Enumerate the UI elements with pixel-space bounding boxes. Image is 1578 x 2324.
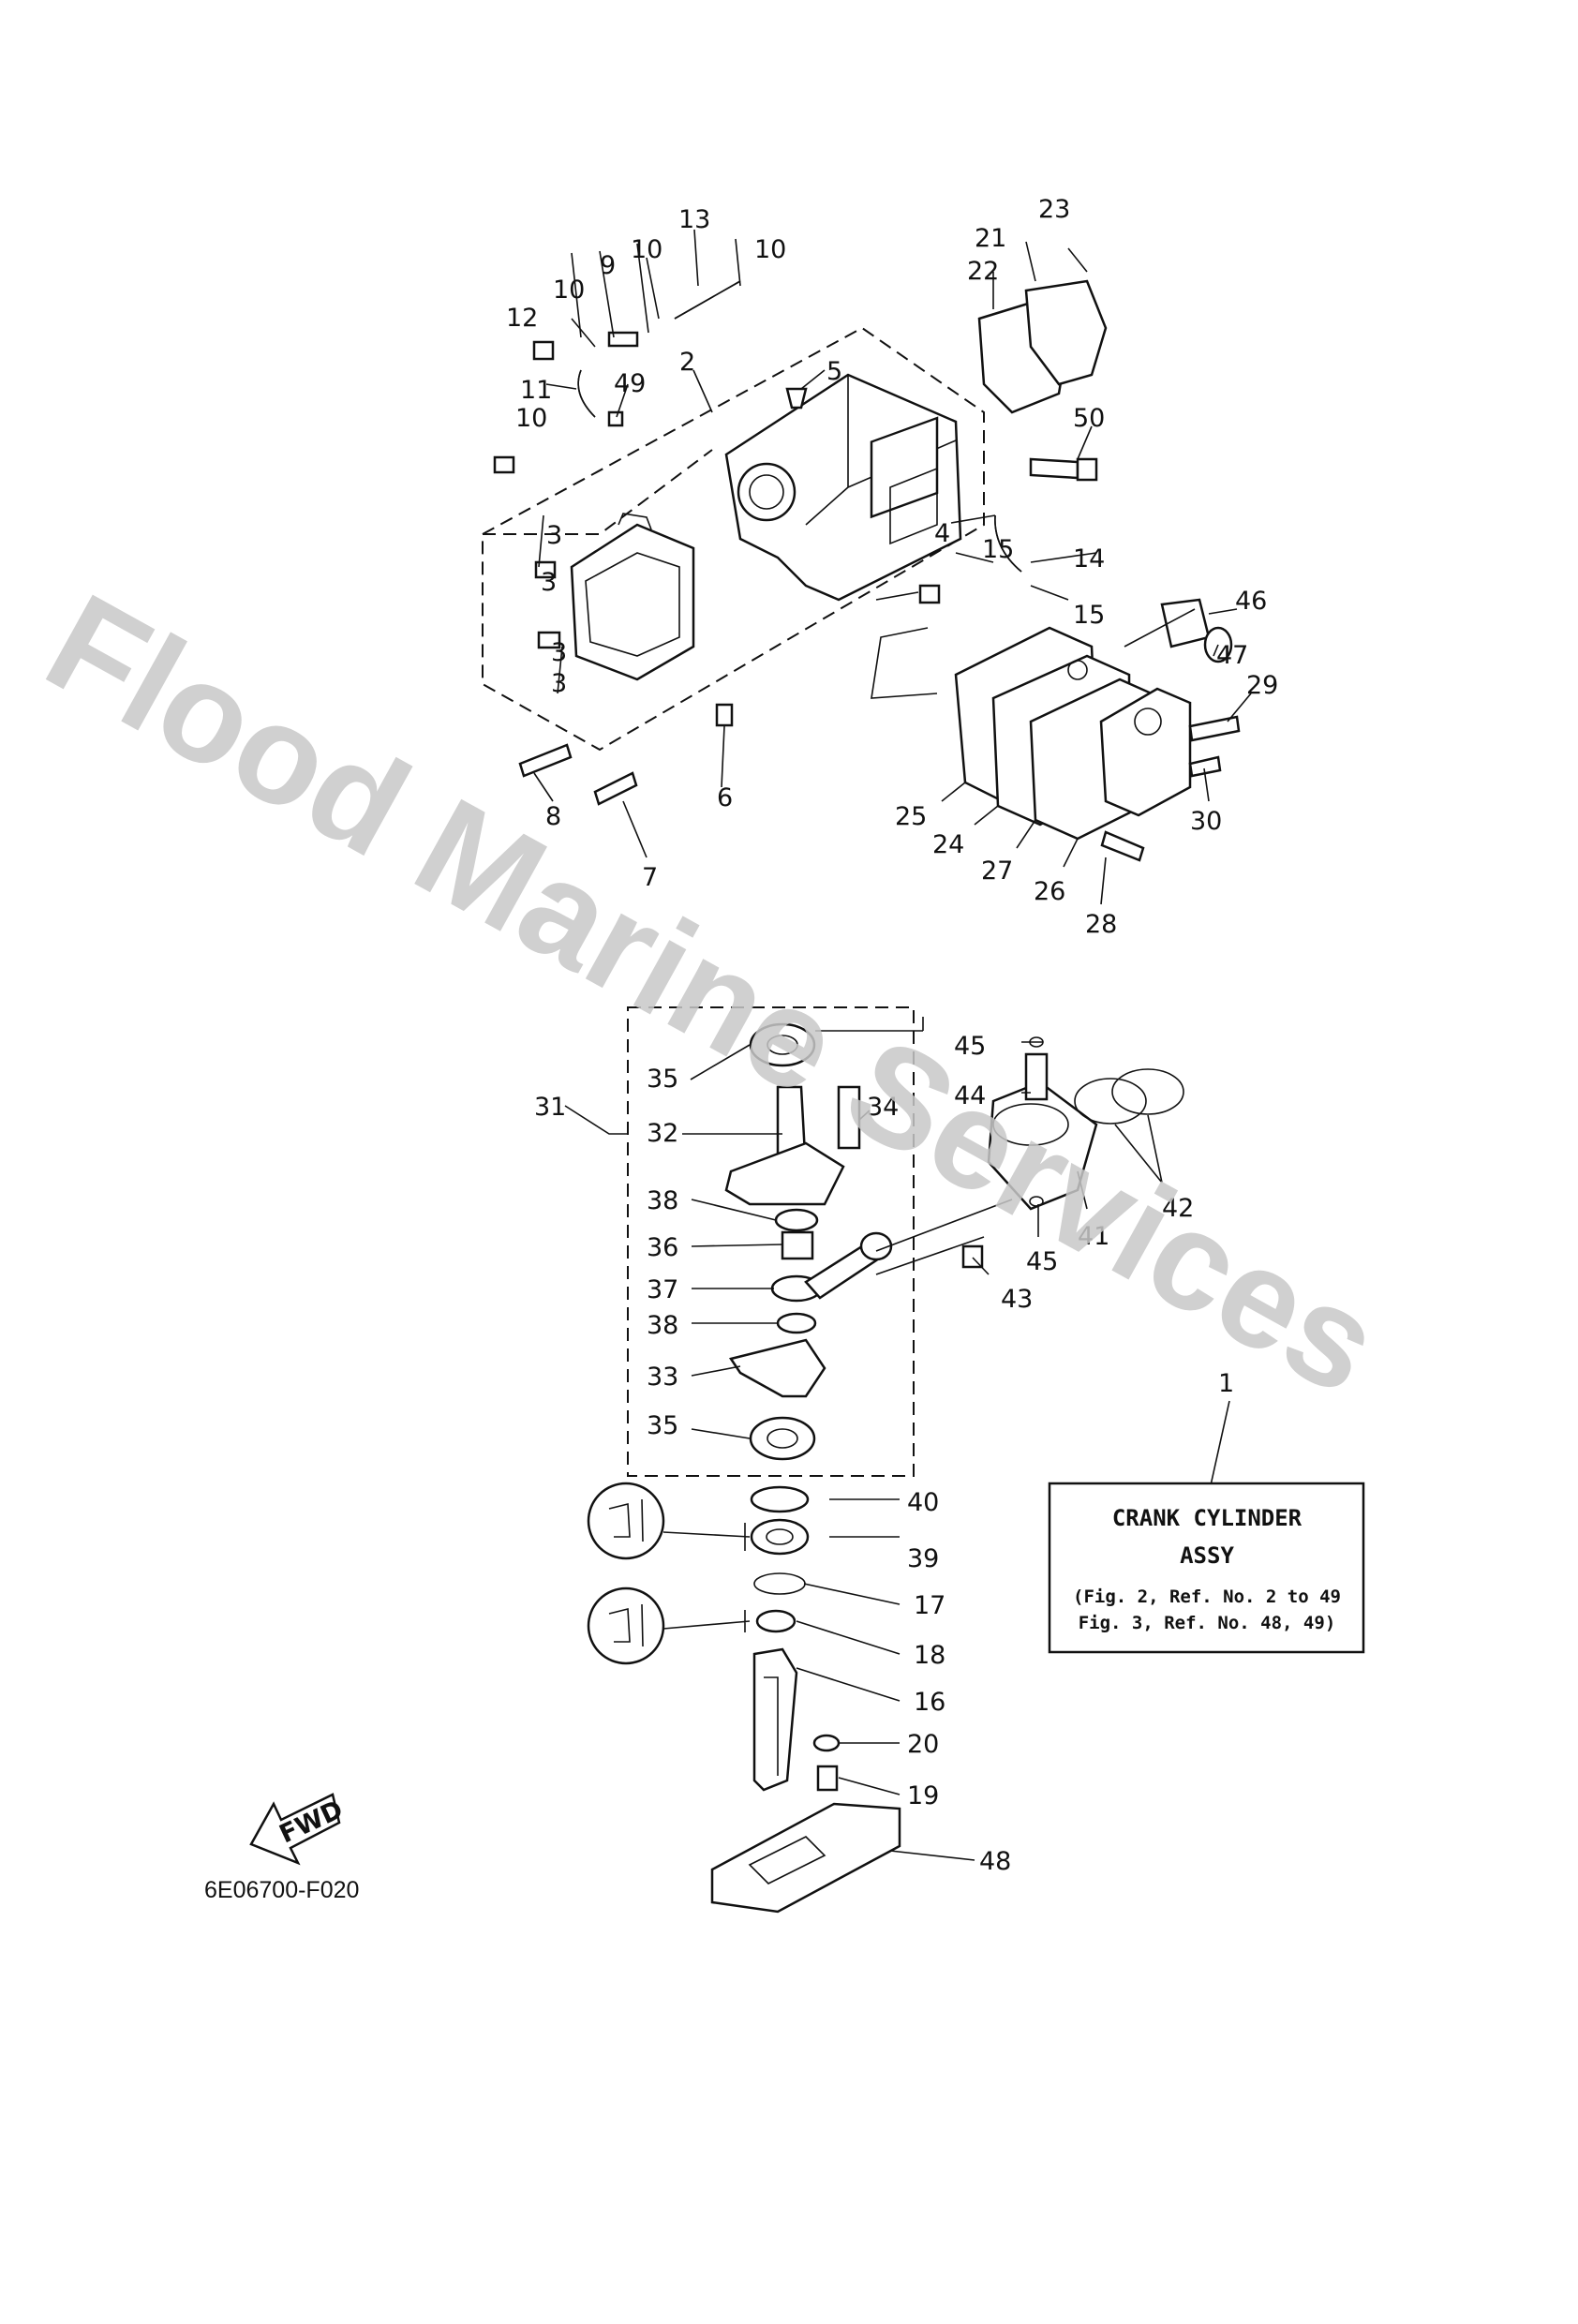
box-title-line2: ASSY [1180,1542,1234,1569]
callout-25: 25 [895,802,927,831]
callout-14: 14 [1073,544,1105,574]
callout-38: 38 [647,1311,678,1340]
callout-48: 48 [979,1847,1011,1876]
callout-32: 32 [647,1119,678,1148]
callout-26: 26 [1034,877,1065,906]
callout-3: 3 [551,638,567,667]
callout-30: 30 [1190,807,1222,836]
callout-18: 18 [914,1641,945,1670]
callout-20: 20 [907,1730,939,1759]
callout-10: 10 [631,235,662,264]
callout-17: 17 [914,1591,945,1620]
callout-27: 27 [981,857,1013,886]
callout-29: 29 [1246,671,1278,700]
callout-3: 3 [541,568,557,597]
callout-3: 3 [546,521,562,550]
cylinder-block-group [482,229,1252,905]
callout-15: 15 [1073,601,1105,630]
box-note-line2: Fig. 3, Ref. No. 48, 49) [1079,1613,1336,1633]
callout-38: 38 [647,1186,678,1215]
callout-37: 37 [647,1275,678,1304]
callout-10: 10 [754,235,786,264]
box-title-line1: CRANK CYLINDER [1112,1505,1303,1531]
callout-41: 41 [1078,1222,1109,1251]
callout-49: 49 [614,369,646,398]
callout-labels: 23 21 22 13 10 10 10 10 9 12 11 49 2 5 5… [506,195,1278,1876]
callout-12: 12 [506,304,538,333]
callout-39: 39 [907,1544,939,1573]
callout-4: 4 [934,519,950,548]
callout-35: 35 [647,1411,678,1440]
callout-23: 23 [1038,195,1070,224]
callout-47: 47 [1216,641,1248,670]
callout-9: 9 [600,251,616,280]
callout-36: 36 [647,1233,678,1262]
callout-13: 13 [678,205,710,234]
callout-46: 46 [1235,587,1267,616]
callout-10: 10 [515,404,547,433]
crankshaft-group [564,1006,1184,1914]
callout-45: 45 [1026,1247,1058,1276]
callout-45: 45 [954,1032,986,1061]
callout-15: 15 [982,535,1014,564]
callout-28: 28 [1085,910,1117,939]
callout-31: 31 [534,1093,566,1122]
callout-16: 16 [914,1688,945,1717]
callout-42: 42 [1162,1194,1194,1223]
callout-22: 22 [967,257,999,286]
callout-1: 1 [1218,1369,1234,1398]
callout-6: 6 [717,783,733,812]
callout-8: 8 [545,802,561,831]
callout-7: 7 [642,863,658,892]
callout-19: 19 [907,1781,939,1810]
callout-43: 43 [1001,1285,1033,1314]
box-note-line1: (Fig. 2, Ref. No. 2 to 49 [1073,1587,1341,1607]
callout-34: 34 [867,1093,899,1122]
callout-11: 11 [520,376,552,405]
callout-40: 40 [907,1488,939,1517]
callout-35: 35 [647,1065,678,1094]
callout-10: 10 [553,276,585,305]
callout-50: 50 [1073,404,1105,433]
callout-3: 3 [551,669,567,698]
callout-44: 44 [954,1081,986,1110]
callout-5: 5 [826,357,842,386]
callout-24: 24 [932,830,964,859]
callout-21: 21 [975,224,1006,253]
fwd-label: FWD [275,1795,348,1850]
drawing-code: 6E06700-F020 [204,1877,359,1903]
watermark: Flood Marine Services [22,563,1404,1424]
assembly-reference-box: 1 CRANK CYLINDER ASSY (Fig. 2, Ref. No. … [1048,1369,1365,1654]
callout-2: 2 [679,348,695,377]
callout-33: 33 [647,1363,678,1392]
fwd-arrow-icon: FWD [249,1793,348,1866]
